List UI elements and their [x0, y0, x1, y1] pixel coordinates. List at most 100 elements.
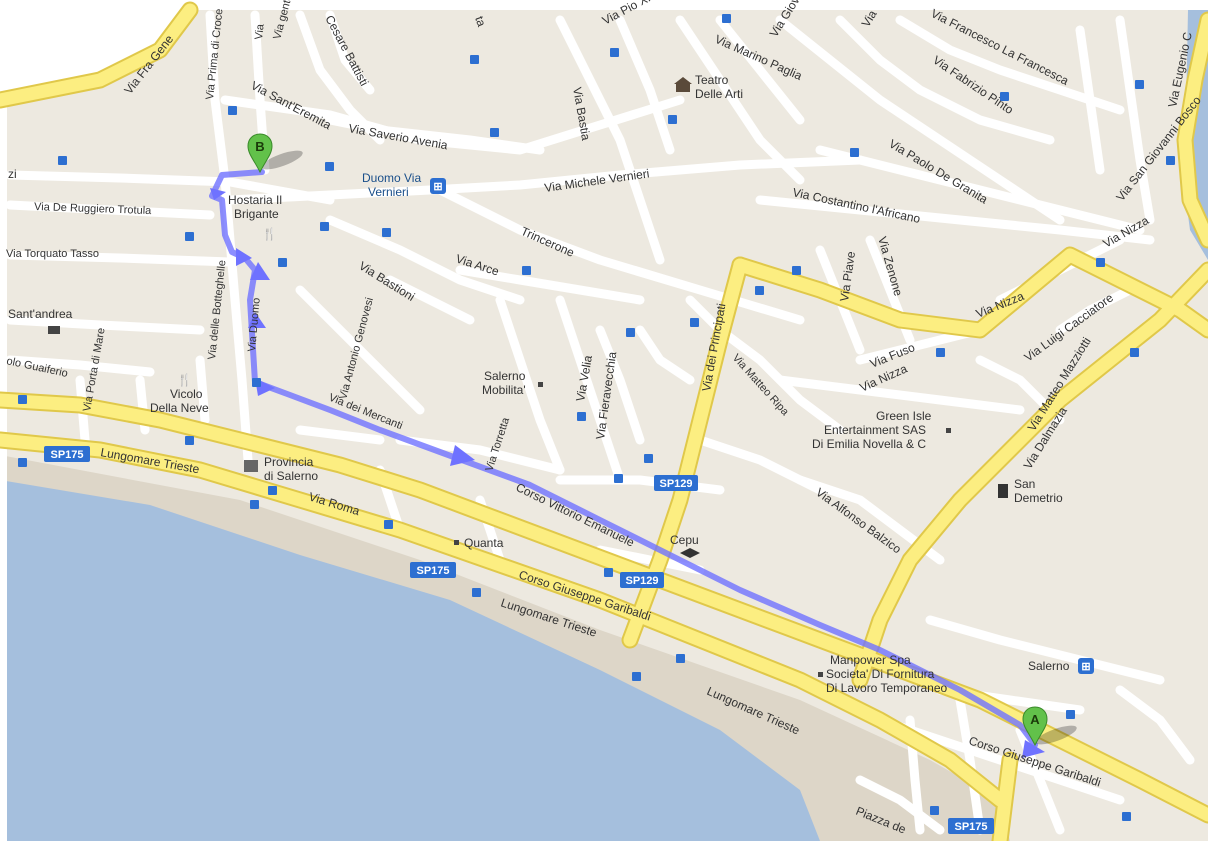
- poi-hostaria[interactable]: Hostaria Il Brigante 🍴: [228, 193, 282, 241]
- bus-stop-icon: [384, 520, 393, 529]
- svg-text:Teatro: Teatro: [695, 73, 729, 87]
- poi-san-demetrio[interactable]: San Demetrio: [998, 477, 1063, 505]
- train-station-icon: [1078, 658, 1094, 674]
- svg-text:Duomo Via: Duomo Via: [362, 171, 421, 185]
- bus-stop-icon: [470, 55, 479, 64]
- bus-stops: [18, 14, 1175, 821]
- poi-teatro[interactable]: Teatro Delle Arti: [674, 73, 743, 101]
- svg-text:Quanta: Quanta: [464, 536, 504, 550]
- route-arrow: [1022, 740, 1045, 758]
- bus-stop-icon: [522, 266, 531, 275]
- route-line: [209, 169, 1038, 748]
- bus-stop-icon: [268, 486, 277, 495]
- poi-manpower[interactable]: Manpower Spa Societa' Di Fornitura Di La…: [818, 653, 948, 695]
- svg-text:Vernieri: Vernieri: [368, 185, 409, 199]
- bus-stop-icon: [644, 454, 653, 463]
- svg-text:A: A: [1030, 712, 1040, 727]
- svg-text:Entertainment SAS: Entertainment SAS: [824, 423, 926, 437]
- svg-text:Green Isle: Green Isle: [876, 409, 932, 423]
- bus-stop-icon: [382, 228, 391, 237]
- svg-text:Di Lavoro Temporaneo: Di Lavoro Temporaneo: [826, 681, 948, 695]
- bus-stop-icon: [185, 436, 194, 445]
- svg-text:Demetrio: Demetrio: [1014, 491, 1063, 505]
- svg-text:Salerno: Salerno: [484, 369, 526, 383]
- school-icon: [680, 548, 700, 558]
- shield-sp175-west: SP175: [44, 446, 90, 462]
- svg-text:SP129: SP129: [625, 575, 658, 587]
- street-label: Via: [253, 23, 267, 41]
- building-icon: [998, 484, 1008, 498]
- shield-sp175-center: SP175: [410, 562, 456, 578]
- poi-vicolo[interactable]: 🍴 Vicolo Della Neve: [150, 373, 209, 415]
- svg-text:SP129: SP129: [659, 478, 692, 490]
- poi-quanta[interactable]: Quanta: [454, 536, 504, 550]
- svg-text:SP175: SP175: [416, 565, 449, 577]
- svg-text:Della Neve: Della Neve: [150, 401, 209, 415]
- bus-stop-icon: [1130, 348, 1139, 357]
- bus-stop-icon: [792, 266, 801, 275]
- train-station-icon: [430, 178, 446, 194]
- svg-text:SP175: SP175: [50, 449, 83, 461]
- bus-stop-icon: [320, 222, 329, 231]
- svg-text:di Salerno: di Salerno: [264, 469, 318, 483]
- poi-salerno-mobilita[interactable]: Salerno Mobilita': [482, 369, 543, 397]
- bus-stop-icon: [850, 148, 859, 157]
- svg-text:Brigante: Brigante: [234, 207, 279, 221]
- marker-pin-icon: [247, 133, 273, 174]
- poi-green-isle[interactable]: Green Isle Entertainment SAS Di Emilia N…: [812, 409, 951, 451]
- shield-sp129-south: SP129: [620, 572, 664, 588]
- bus-stop-icon: [577, 412, 586, 421]
- street-label: Via Duomo: [246, 297, 263, 352]
- street-label: Via De Ruggiero Trotula: [34, 201, 152, 217]
- svg-text:Salerno: Salerno: [1028, 659, 1070, 673]
- route-arrows: [210, 188, 1045, 758]
- marker-b[interactable]: B: [247, 133, 305, 174]
- poi-cepu[interactable]: Cepu: [670, 533, 700, 558]
- bus-stop-icon: [690, 318, 699, 327]
- svg-text:Cepu: Cepu: [670, 533, 699, 547]
- svg-text:SP175: SP175: [954, 821, 987, 833]
- bus-stop-icon: [18, 395, 27, 404]
- svg-text:Hostaria Il: Hostaria Il: [228, 193, 282, 207]
- bus-stop-icon: [325, 162, 334, 171]
- bus-stop-icon: [626, 328, 635, 337]
- poi-santandrea[interactable]: Sant'andrea: [8, 307, 73, 334]
- poi-duomo-station[interactable]: Duomo Via Vernieri ⊞: [362, 171, 446, 199]
- bus-stop-icon: [252, 378, 261, 387]
- bus-stop-icon: [1122, 812, 1131, 821]
- bus-stop-icon: [1000, 92, 1009, 101]
- bus-stop-icon: [18, 458, 27, 467]
- route-arrow: [248, 312, 266, 328]
- street-label: zi: [8, 167, 17, 181]
- shield-sp175-east: SP175: [948, 818, 994, 834]
- svg-text:⊞: ⊞: [1081, 661, 1090, 673]
- route-arrow: [250, 262, 270, 280]
- svg-text:Di Emilia Novella & C: Di Emilia Novella & C: [812, 437, 926, 451]
- poi-dot-icon: [454, 540, 459, 545]
- bus-stop-icon: [610, 48, 619, 57]
- bus-stop-icon: [1066, 710, 1075, 719]
- poi-provincia[interactable]: Provincia di Salerno: [244, 455, 318, 483]
- bus-stop-icon: [936, 348, 945, 357]
- bus-stop-icon: [1166, 156, 1175, 165]
- map-left-edge: [0, 10, 7, 841]
- poi-dot-icon: [946, 428, 951, 433]
- svg-text:Vicolo: Vicolo: [170, 387, 203, 401]
- bus-stop-icon: [668, 115, 677, 124]
- marker-a[interactable]: A: [1022, 706, 1079, 748]
- route-arrow: [210, 188, 226, 200]
- svg-text:⊞: ⊞: [433, 181, 442, 193]
- poi-salerno-station[interactable]: Salerno ⊞: [1028, 658, 1094, 674]
- bus-stop-icon: [185, 232, 194, 241]
- bus-stop-icon: [722, 14, 731, 23]
- map-top-strip: [0, 0, 1208, 10]
- svg-text:Delle Arti: Delle Arti: [695, 87, 743, 101]
- bus-stop-icon: [604, 568, 613, 577]
- svg-text:Provincia: Provincia: [264, 455, 314, 469]
- bus-stop-icon: [1096, 258, 1105, 267]
- shield-sp129-north: SP129: [654, 475, 698, 491]
- bus-stop-icon: [930, 806, 939, 815]
